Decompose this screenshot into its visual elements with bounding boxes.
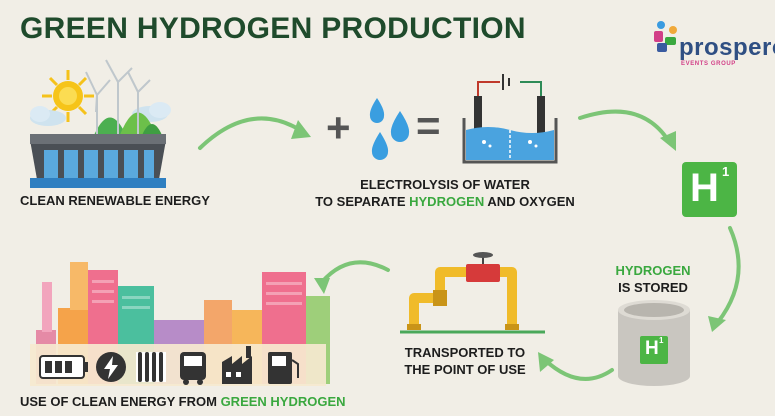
electrolysis-caption-line1: ELECTROLYSIS OF WATER [360,177,530,192]
page-title: GREEN HYDROGEN PRODUCTION [20,12,526,45]
electrolysis-caption-line2: TO SEPARATE HYDROGEN AND OXYGEN [300,193,590,210]
hydrogen-h1-icon [682,162,737,217]
tank-h-number: 1 [659,336,664,345]
transported-caption-line1: TRANSPORTED TO [404,345,526,360]
radiator-icon [136,352,166,382]
flow-arrow-4-head [538,352,554,372]
flow-arrow-4 [543,358,614,381]
bus-icon [180,352,206,385]
renewable-caption: CLEAN RENEWABLE ENERGY [20,193,210,208]
tank-h-letter: H [645,338,659,359]
transported-caption: TRANSPORTED TO THE POINT OF USE [390,344,540,378]
flow-arrow-1-head [291,120,311,139]
transported-caption-line2: THE POINT OF USE [404,362,526,377]
stored-caption-line2: IS STORED [618,280,688,295]
flow-arrow-2-head [660,131,676,151]
electrolysis-highlight: HYDROGEN [409,194,485,209]
solar-wind-dam-icon [30,59,171,188]
logo-name: prospero [679,34,775,61]
pipeline-valve-icon [400,252,545,334]
plus-symbol: + [326,104,351,151]
use-caption-highlight: GREEN HYDROGEN [220,394,346,409]
factory-icon [222,346,252,384]
flow-arrow-3-head [708,316,726,332]
h1-number: 1 [722,164,730,179]
electrolysis-tank-icon [462,74,558,164]
flow-arrow-2 [578,109,670,142]
flow-arrow-5 [320,260,390,284]
flow-arrow-3 [716,226,741,324]
stored-caption-line1: HYDROGEN [615,263,691,278]
lightning-icon [96,352,126,382]
electrolysis-pre: TO SEPARATE [315,194,410,209]
stored-caption: HYDROGEN IS STORED [608,262,698,296]
sun-icon [42,70,94,122]
water-drops-icon [369,98,410,160]
electrolysis-post: AND OXYGEN [484,194,575,209]
flow-arrow-5-head [314,278,330,294]
battery-icon [39,355,88,379]
use-caption: USE OF CLEAN ENERGY FROM GREEN HYDROGEN [20,393,350,410]
storage-tank-icon [618,300,690,386]
fuel-pump-icon [268,352,299,384]
electrolysis-caption: ELECTROLYSIS OF WATER TO SEPARATE HYDROG… [300,176,590,210]
h1-letter: H [690,166,719,210]
equals-symbol: = [416,102,441,149]
use-caption-pre: USE OF CLEAN ENERGY FROM [20,394,221,409]
flow-arrow-1 [198,116,302,150]
logo-subtitle: EVENTS GROUP [681,61,736,67]
